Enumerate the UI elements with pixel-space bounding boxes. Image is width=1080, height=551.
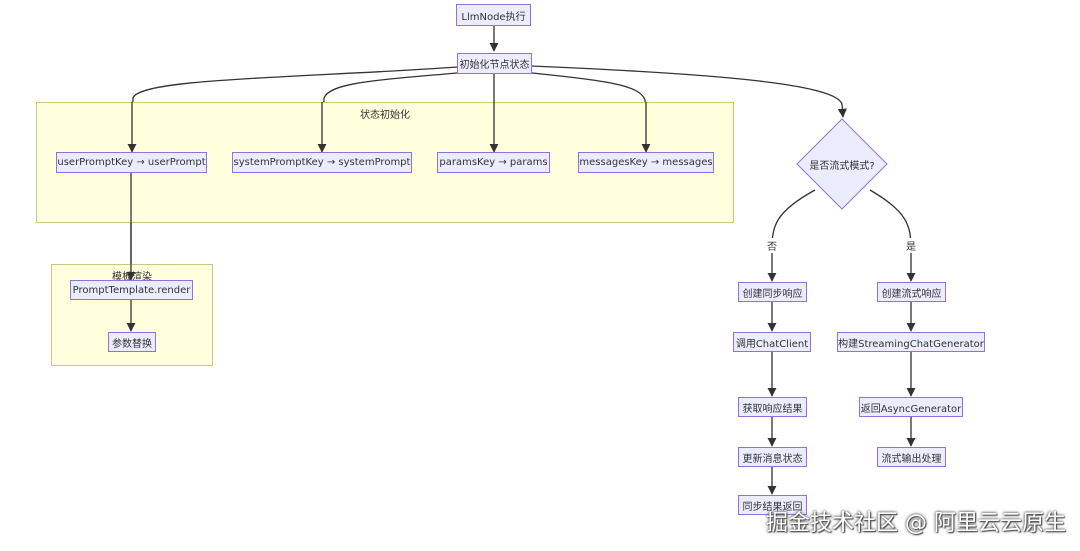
node-update-state[interactable]: 更新消息状态 [738,447,807,467]
node-llmnode-start-label: LlmNode执行 [461,11,526,23]
node-build-generator[interactable]: 构建StreamingChatGenerator [837,332,985,352]
edge-init-userprompt [127,66,459,153]
decision-label: 是否流式模式? [809,160,875,172]
node-template-render[interactable]: PromptTemplate.render [70,280,193,300]
node-init-state-label: 初始化节点状态 [459,60,530,71]
node-stream-create-label: 创建流式响应 [881,288,942,300]
edge-label-yes: 是 [905,238,917,253]
node-return-async[interactable]: 返回AsyncGenerator [859,397,963,417]
cluster-label-state-init: 状态初始化 [360,110,410,121]
node-sync-return[interactable]: 同步结果返回 [738,495,807,515]
node-system-prompt[interactable]: systemPromptKey → systemPrompt [232,152,412,173]
node-init-state[interactable]: 初始化节点状态 [457,53,532,74]
node-get-result[interactable]: 获取响应结果 [738,397,807,417]
node-system-prompt-label: systemPromptKey → systemPrompt [233,157,411,168]
node-get-result-label: 获取响应结果 [742,403,803,415]
edge-label-no: 否 [766,238,778,253]
decision-diamond[interactable]: 是否流式模式? [796,118,888,210]
decision-diamond-shape [796,118,888,210]
node-param-replace[interactable]: 参数替换 [108,332,156,352]
node-sync-create[interactable]: 创建同步响应 [738,282,807,302]
node-params[interactable]: paramsKey → params [437,152,550,173]
node-sync-return-label: 同步结果返回 [742,501,803,513]
node-return-async-label: 返回AsyncGenerator [860,403,962,415]
node-messages[interactable]: messagesKey → messages [578,152,714,173]
node-sync-create-label: 创建同步响应 [742,288,803,300]
node-messages-label: messagesKey → messages [579,157,713,168]
node-params-label: paramsKey → params [439,157,548,168]
edge-init-messages [521,71,651,153]
node-llmnode-start[interactable]: LlmNode执行 [456,4,531,26]
node-param-replace-label: 参数替换 [112,338,152,350]
node-call-chat-client-label: 调用ChatClient [735,338,809,350]
edge-init-systemprompt [317,71,469,153]
watermark: 掘金技术社区 @ 阿里云云原生 [766,511,1066,536]
edge-init-decision [530,65,847,118]
node-user-prompt-label: userPromptKey → userPrompt [57,157,206,168]
node-update-state-label: 更新消息状态 [742,453,803,465]
node-stream-create[interactable]: 创建流式响应 [877,282,946,302]
node-build-generator-label: 构建StreamingChatGenerator [838,338,984,350]
node-template-render-label: PromptTemplate.render [72,284,191,296]
node-stream-output-label: 流式输出处理 [881,453,942,465]
node-stream-output[interactable]: 流式输出处理 [877,447,946,467]
node-user-prompt[interactable]: userPromptKey → userPrompt [56,152,207,173]
node-call-chat-client[interactable]: 调用ChatClient [733,332,811,352]
